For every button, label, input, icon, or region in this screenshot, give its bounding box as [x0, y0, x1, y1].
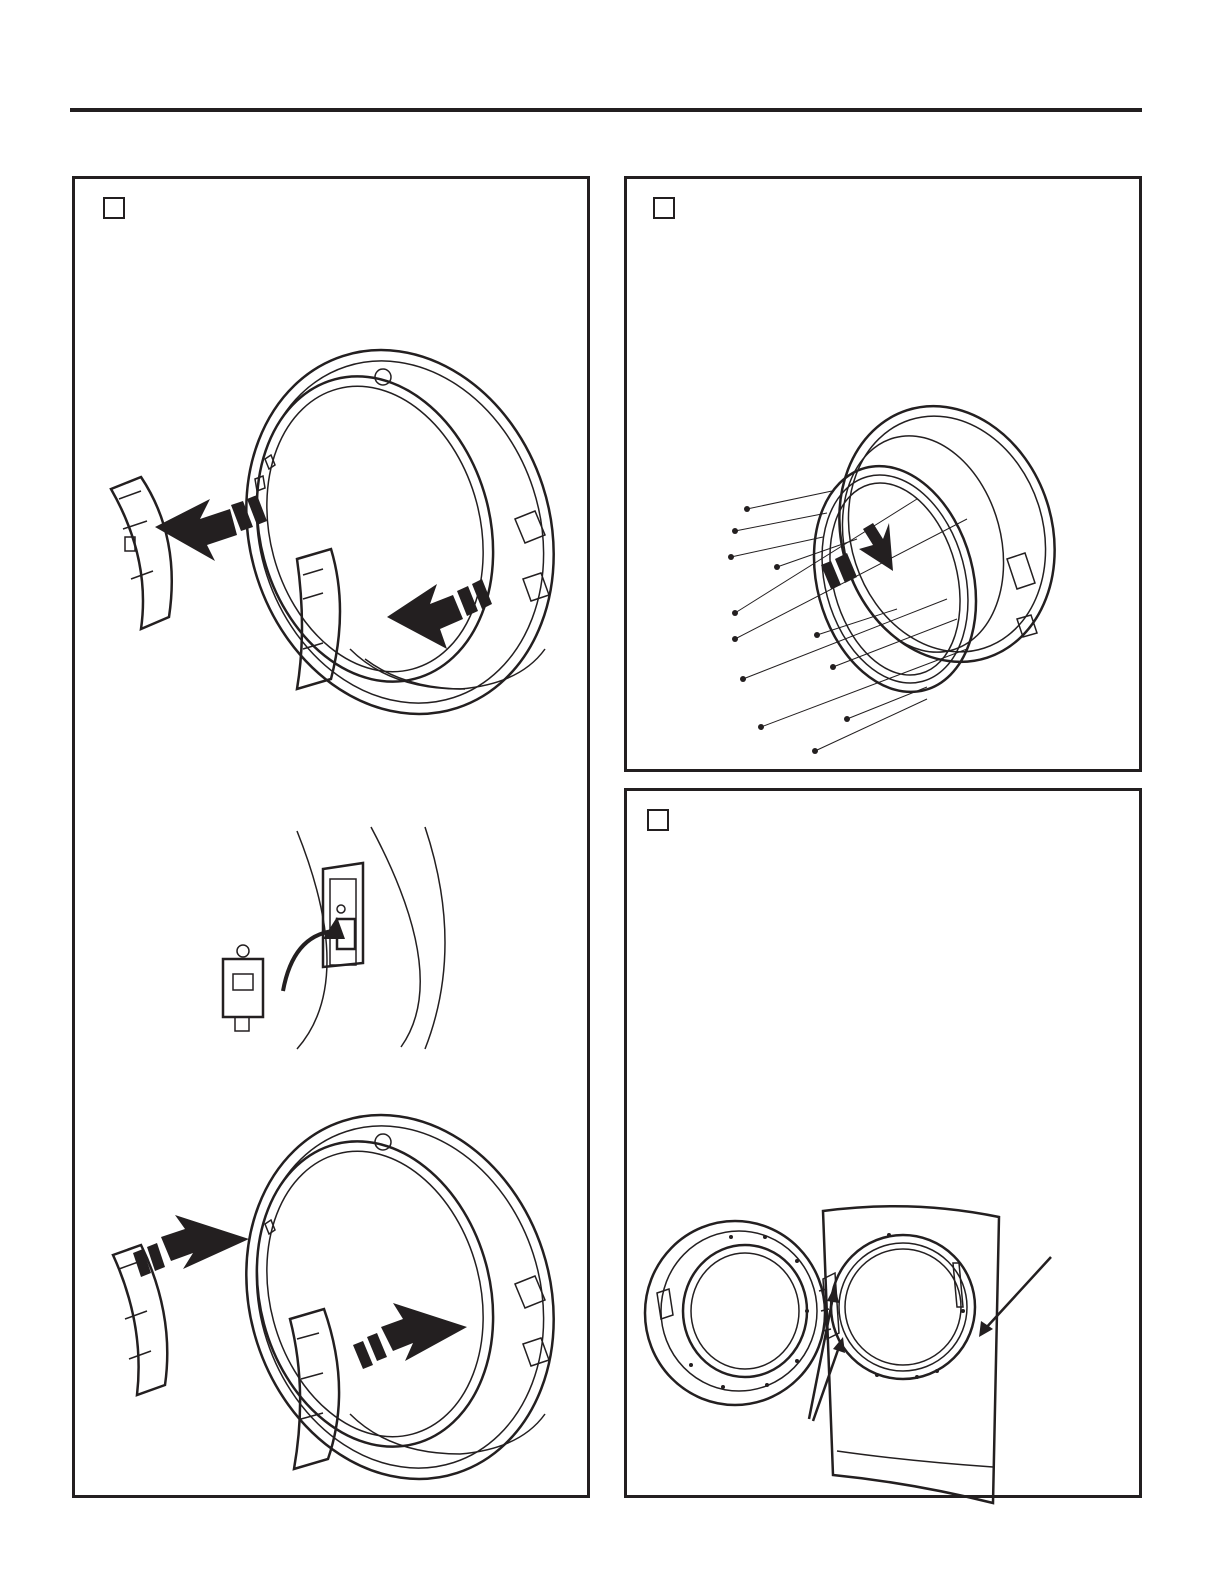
- door-figure-install: [113, 1075, 600, 1520]
- screws: [728, 491, 967, 754]
- arrow-right-icon: [353, 1303, 467, 1369]
- washer-front-panel: [823, 1206, 999, 1503]
- left-panel: [72, 176, 590, 1498]
- opened-door: [645, 1221, 825, 1405]
- arrow-left-icon: [387, 579, 492, 649]
- door-illustrations: [75, 179, 593, 1501]
- top-right-panel: [624, 176, 1142, 772]
- inner-ring: [790, 448, 1000, 711]
- leader-line-icon: [979, 1257, 1051, 1337]
- header-rule: [70, 108, 1142, 112]
- washer-door-illustration: [627, 791, 1145, 1501]
- curved-arrow-icon: [283, 917, 345, 991]
- door-ring-illustration: [627, 179, 1145, 775]
- bottom-right-panel: [624, 788, 1142, 1498]
